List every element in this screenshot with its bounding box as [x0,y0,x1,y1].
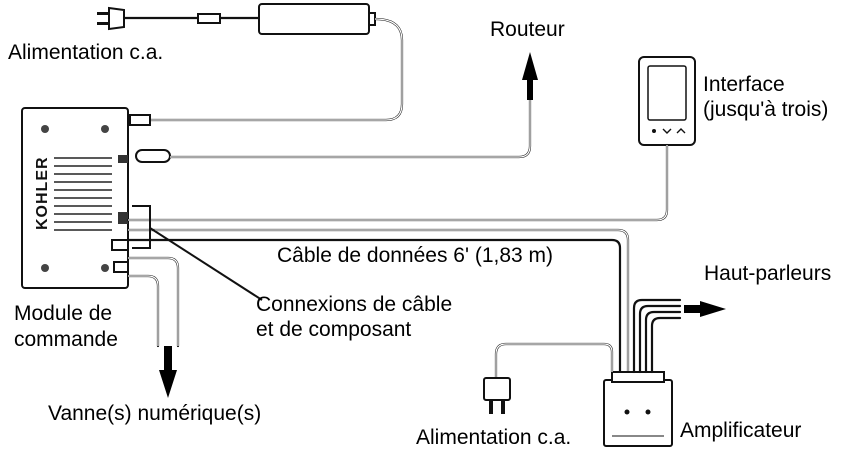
digital-valve-cables [126,256,180,348]
valve-arrow [159,346,177,398]
amplifier [603,298,682,447]
connections-bracket [132,205,151,249]
label-connections-2: et de composant [256,318,411,341]
label-ac-power-bottom: Alimentation c.a. [416,426,571,449]
connections-leader [149,227,263,301]
data-cable-amplifier [126,228,630,374]
label-module: Module de [14,302,112,325]
label-data-cable: Câble de données 6' (1,83 m) [277,244,553,267]
ac-power-adapter-top [97,3,404,126]
interface-panel [126,56,696,222]
control-module: KOHLER [21,107,129,289]
router-arrow [522,52,538,100]
label-router: Routeur [490,18,565,41]
label-module-2: commande [14,328,118,351]
label-interface: Interface [703,73,785,96]
label-connections: Connexions de câble [256,293,452,316]
label-amplifier: Amplificateur [680,419,801,442]
label-ac-power-top: Alimentation c.a. [8,41,163,64]
label-digital-valves: Vanne(s) numérique(s) [48,402,261,425]
ac-power-adapter-bottom [483,342,614,414]
kohler-logo: KOHLER [34,156,51,230]
label-speakers: Haut-parleurs [704,262,831,285]
label-interface-note: (jusqu'à trois) [703,98,828,121]
speakers-arrow [684,301,726,317]
router-cable [135,94,532,163]
